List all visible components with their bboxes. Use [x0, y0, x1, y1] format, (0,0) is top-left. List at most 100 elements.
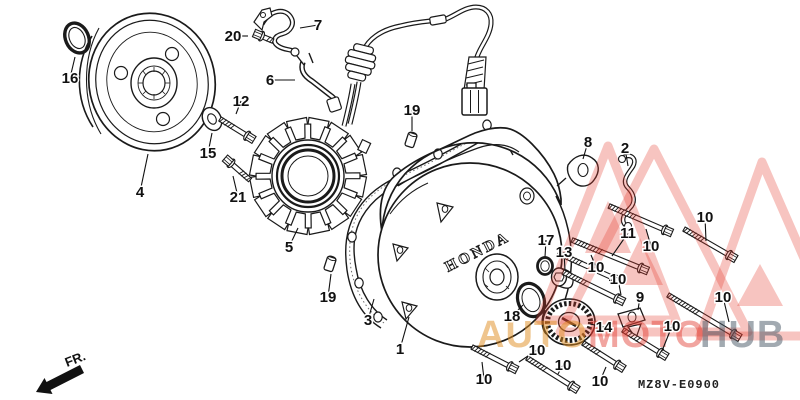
callout-leader-line	[544, 239, 547, 258]
stator-tooth	[343, 175, 368, 198]
callout-label-21: 21	[230, 189, 247, 206]
callout-label-8: 8	[584, 134, 592, 151]
callout-label-5: 5	[285, 239, 293, 256]
flange-bolt-10	[607, 203, 675, 238]
callout-leader-line	[617, 278, 622, 296]
stator-tooth	[253, 192, 281, 218]
callout-label-1: 1	[396, 341, 404, 358]
stator-tooth	[324, 203, 350, 231]
stator-tooth	[343, 153, 368, 177]
callout-label-14: 14	[596, 319, 613, 336]
callout-label-9: 9	[636, 289, 644, 306]
callout-leader-line	[589, 323, 605, 328]
callout-label-18: 18	[504, 308, 521, 325]
callout-label-19: 19	[320, 289, 337, 306]
callout-leader-line	[367, 298, 375, 321]
callout-label-16: 16	[62, 70, 79, 87]
callout-leader-line	[299, 24, 319, 29]
callout-leader-line	[645, 228, 652, 247]
callout-label-13: 13	[556, 244, 573, 261]
callout-leader-line	[563, 251, 566, 271]
crankcase-cover-drawing: HONDA	[377, 126, 573, 348]
callout-leader-line	[624, 147, 629, 167]
callout-label-6: 6	[266, 72, 274, 89]
callout-leader-line	[611, 232, 629, 257]
harness-boot	[344, 43, 377, 82]
socket-bolt-21	[221, 154, 253, 183]
watermark-text-moto: MOTO	[588, 314, 705, 356]
callout-leader-line	[207, 132, 213, 154]
callout-label-17: 17	[538, 232, 555, 249]
callout-label-10: 10	[610, 271, 627, 288]
clamp-8-drawing	[556, 154, 599, 187]
watermark-logo: AUTO MOTO HUB	[477, 141, 800, 356]
callout-label-7: 7	[314, 17, 322, 34]
front-direction-indicator: FR.	[36, 348, 88, 394]
stator-tooth	[266, 204, 292, 231]
callout-label-3: 3	[364, 312, 372, 329]
stator-tooth	[324, 121, 350, 148]
callout-label-20: 20	[225, 28, 242, 45]
callout-leader-line	[637, 296, 641, 311]
callout-label-10: 10	[592, 373, 609, 390]
stator-tooth	[248, 154, 273, 177]
stator-tooth	[335, 134, 363, 160]
callout-label-10: 10	[529, 342, 546, 359]
flange-bolt-10	[621, 327, 670, 362]
callout-label-10: 10	[588, 259, 605, 276]
dowel-pin-drawing	[404, 131, 418, 149]
callout-label-4: 4	[136, 184, 145, 201]
flange-bolt-12	[218, 116, 257, 145]
stator-tooth	[248, 175, 273, 199]
dowel-pin-drawing	[323, 255, 337, 273]
callout-leader-line	[232, 175, 239, 198]
callout-leader-line	[481, 361, 485, 380]
callout-leader-line	[139, 153, 149, 193]
flange-bolt-10	[470, 344, 520, 375]
cover-bolt-tab	[392, 202, 455, 321]
callout-label-10: 10	[555, 357, 572, 374]
cable-collar	[429, 14, 447, 26]
flange-bolt-10	[666, 292, 743, 343]
front-direction-label: FR.	[63, 348, 88, 370]
stator-tooth	[285, 116, 309, 141]
bracket-7-drawing	[253, 7, 300, 57]
stator-drawing	[248, 116, 372, 236]
callout-label-19: 19	[404, 102, 421, 119]
callout-label-10: 10	[643, 238, 660, 255]
flange-bolt-10	[561, 269, 627, 307]
washer-15-drawing	[201, 106, 223, 132]
callout-label-10: 10	[697, 209, 714, 226]
flange-bolt-10	[525, 355, 581, 395]
stator-tooth	[266, 121, 292, 149]
flange-bolt-10	[682, 226, 739, 264]
harness-connector	[461, 56, 488, 116]
bolt-20	[251, 28, 275, 44]
oring-18-drawing	[515, 281, 547, 319]
callout-leader-line	[582, 141, 589, 160]
oring-17-drawing	[536, 256, 554, 276]
stator-tooth	[286, 211, 309, 236]
cap-14-drawing	[541, 298, 596, 346]
bracket-6-drawing	[296, 52, 342, 113]
callout-leader-line	[590, 254, 597, 268]
callout-label-10: 10	[715, 289, 732, 306]
watermark-text-auto: AUTO	[477, 314, 588, 356]
callout-leader-line	[557, 364, 564, 375]
stator-tooth	[307, 211, 331, 236]
callout-label-12: 12	[233, 93, 250, 110]
clip-9-drawing	[617, 307, 646, 340]
callout-leader-line	[599, 366, 607, 382]
callout-leader-line	[722, 296, 730, 323]
callout-leader-line	[69, 56, 76, 79]
watermark-text-hub: HUB	[700, 314, 785, 356]
callout-label-11: 11	[620, 225, 636, 242]
callout-label-15: 15	[200, 145, 217, 162]
callout-label-10: 10	[476, 371, 493, 388]
flywheel-drawing	[78, 12, 217, 152]
callout-leader-line	[511, 304, 524, 317]
diagram-code: MZ8V-E0900	[638, 378, 720, 392]
